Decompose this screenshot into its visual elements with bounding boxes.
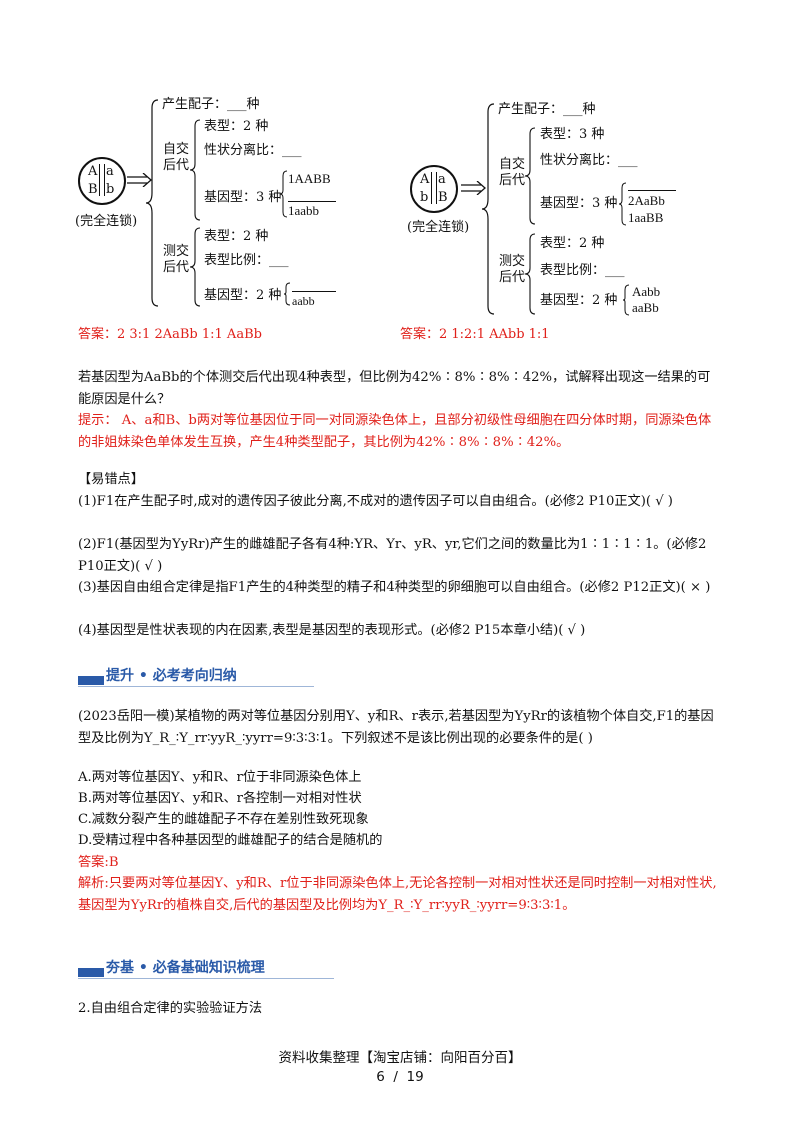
allele-top-right-2: a xyxy=(438,172,446,187)
allele-bottom-left-1: B xyxy=(88,182,98,197)
question-text: 若基因型为AaBb的个体测交后代出现4种表型，但比例为42%∶8%∶8%∶42%… xyxy=(78,370,711,407)
exam-option-c: C.减数分裂产生的雌雄配子不存在差别性致死现象 xyxy=(78,812,369,827)
brace-self-left xyxy=(190,119,201,221)
arrow-icon xyxy=(461,181,486,195)
self-item-right-2: 性状分离比：___ xyxy=(540,153,638,168)
brace-test-right xyxy=(525,233,536,315)
error-point-2: (2)F1(基因型为YyRr)产生的雌雄配子各有4种:YR、Yr、yR、yr,它… xyxy=(78,537,707,574)
exam-option-d: D.受精过程中各种基因型的雌雄配子的结合是随机的 xyxy=(78,833,383,848)
error-point-1: (1)F1在产生配子时,成对的遗传因子彼此分离,不成对的遗传因子可以自由组合。(… xyxy=(78,494,673,509)
exam-answer: 答案:B xyxy=(78,855,119,870)
footer-source: 资料收集整理【淘宝店铺：向阳百分百】 xyxy=(278,1050,522,1066)
test-genotype-left-2: aabb xyxy=(292,294,315,308)
answer-left: 答案：2 3:1 2AaBb 1:1 AaBb xyxy=(78,327,262,342)
banner-underline xyxy=(78,686,314,687)
test-genotype-right-2: aaBb xyxy=(632,300,659,315)
self-item-right-3: 基因型：3 种 xyxy=(540,196,618,211)
error-points-heading: 【易错点】 xyxy=(78,472,144,487)
allele-bottom-right-1: b xyxy=(420,190,429,205)
self-genotype-left-1: 1AABB xyxy=(288,171,331,186)
test-genotype-right-1: Aabb xyxy=(632,284,661,299)
gamete-label-right: 产生配子：___种 xyxy=(498,102,596,117)
brace-main-left xyxy=(146,99,159,307)
test-item-right-2: 表型比例：___ xyxy=(540,263,625,278)
self-label-right-2: 后代 xyxy=(499,173,526,188)
caption-left: (完全连锁) xyxy=(75,214,138,229)
test-item-right-3: 基因型：2 种 xyxy=(540,293,618,308)
brace-genotype-left xyxy=(280,170,288,218)
chromosome-circle-left xyxy=(78,157,126,205)
question-hint: 提示： A、a和B、b两对等位基因位于同一对同源染色体上，且部分初级性母细胞在四… xyxy=(78,413,712,450)
self-item-left-3: 基因型：3 种 xyxy=(204,190,282,205)
self-item-right-1: 表型：3 种 xyxy=(540,127,605,142)
error-point-4: (4)基因型是性状表现的内在因素,表型是基因型的表现形式。(必修2 P15本章小… xyxy=(78,623,586,638)
chromosome-bars-right xyxy=(431,172,437,204)
exam-option-b: B.两对等位基因Y、y和R、r各控制一对相对性状 xyxy=(78,791,362,806)
allele-top-left-2: a xyxy=(106,164,114,179)
banner-bar xyxy=(78,676,104,685)
self-item-left-2: 性状分离比：___ xyxy=(204,143,302,158)
section-title-1: 提升 • 必考考向归纳 xyxy=(106,668,237,684)
test-item-left-2: 表型比例：___ xyxy=(204,253,289,268)
self-genotype-right-3: 1aaBB xyxy=(628,210,664,225)
test-item-left-1: 表型：2 种 xyxy=(204,229,269,244)
answer-right: 答案：2 1:2:1 AAbb 1:1 xyxy=(400,327,550,342)
brace-main-right xyxy=(482,103,495,315)
blank-line-left xyxy=(288,201,336,202)
test-label-right-1: 测交 xyxy=(499,254,526,269)
chromosome-bars-left xyxy=(99,164,105,196)
test-label-left-2: 后代 xyxy=(163,260,190,275)
blank-line-right xyxy=(628,190,676,191)
brace-self-right xyxy=(525,127,536,225)
section-banner-2: 夯基 • 必备基础知识梳理 xyxy=(78,956,338,982)
self-label-right-1: 自交 xyxy=(499,157,526,172)
subheading: 2.自由组合定律的实验验证方法 xyxy=(78,1001,263,1016)
chromosome-circle-right xyxy=(410,165,458,213)
banner-underline xyxy=(78,978,334,979)
exam-option-a: A.两对等位基因Y、y和R、r位于非同源染色体上 xyxy=(78,770,362,785)
allele-top-left-1: A xyxy=(88,164,98,179)
test-item-right-1: 表型：2 种 xyxy=(540,236,605,251)
self-label-left-1: 自交 xyxy=(163,142,190,157)
section-title-2: 夯基 • 必备基础知识梳理 xyxy=(106,960,265,976)
allele-bottom-right-2: B xyxy=(438,190,448,205)
caption-right: (完全连锁) xyxy=(407,220,470,235)
test-item-left-3: 基因型：2 种 xyxy=(204,288,282,303)
allele-bottom-left-2: b xyxy=(106,182,115,197)
self-item-left-1: 表型：2 种 xyxy=(204,119,269,134)
self-genotype-left-3: 1aabb xyxy=(288,203,320,218)
test-label-right-2: 后代 xyxy=(499,270,526,285)
error-point-3: (3)基因自由组合定律是指F1产生的4种类型的精子和4种类型的卵细胞可以自由组合… xyxy=(78,580,711,595)
exam-stem: (2023岳阳一模)某植物的两对等位基因分别用Y、y和R、r表示,若基因型为Yy… xyxy=(78,709,714,746)
self-label-left-2: 后代 xyxy=(163,158,190,173)
banner-bar xyxy=(78,968,104,977)
exam-analysis: 解析:只要两对等位基因Y、y和R、r位于非同源染色体上,无论各控制一对相对性状还… xyxy=(78,876,717,913)
self-genotype-right-2: 2AaBb xyxy=(628,193,665,208)
brace-test-left xyxy=(190,227,201,307)
test-blank-left xyxy=(292,291,336,292)
page-number: 6 / 19 xyxy=(376,1069,424,1085)
gamete-label-left: 产生配子：___种 xyxy=(162,97,260,112)
test-label-left-1: 测交 xyxy=(163,244,190,259)
brace-genotype-right xyxy=(619,182,627,226)
arrow-icon xyxy=(127,173,152,187)
section-banner-1: 提升 • 必考考向归纳 xyxy=(78,664,318,690)
brace-test-genotype-left xyxy=(284,282,291,306)
brace-test-genotype-right xyxy=(623,284,630,316)
allele-top-right-1: A xyxy=(420,172,430,187)
